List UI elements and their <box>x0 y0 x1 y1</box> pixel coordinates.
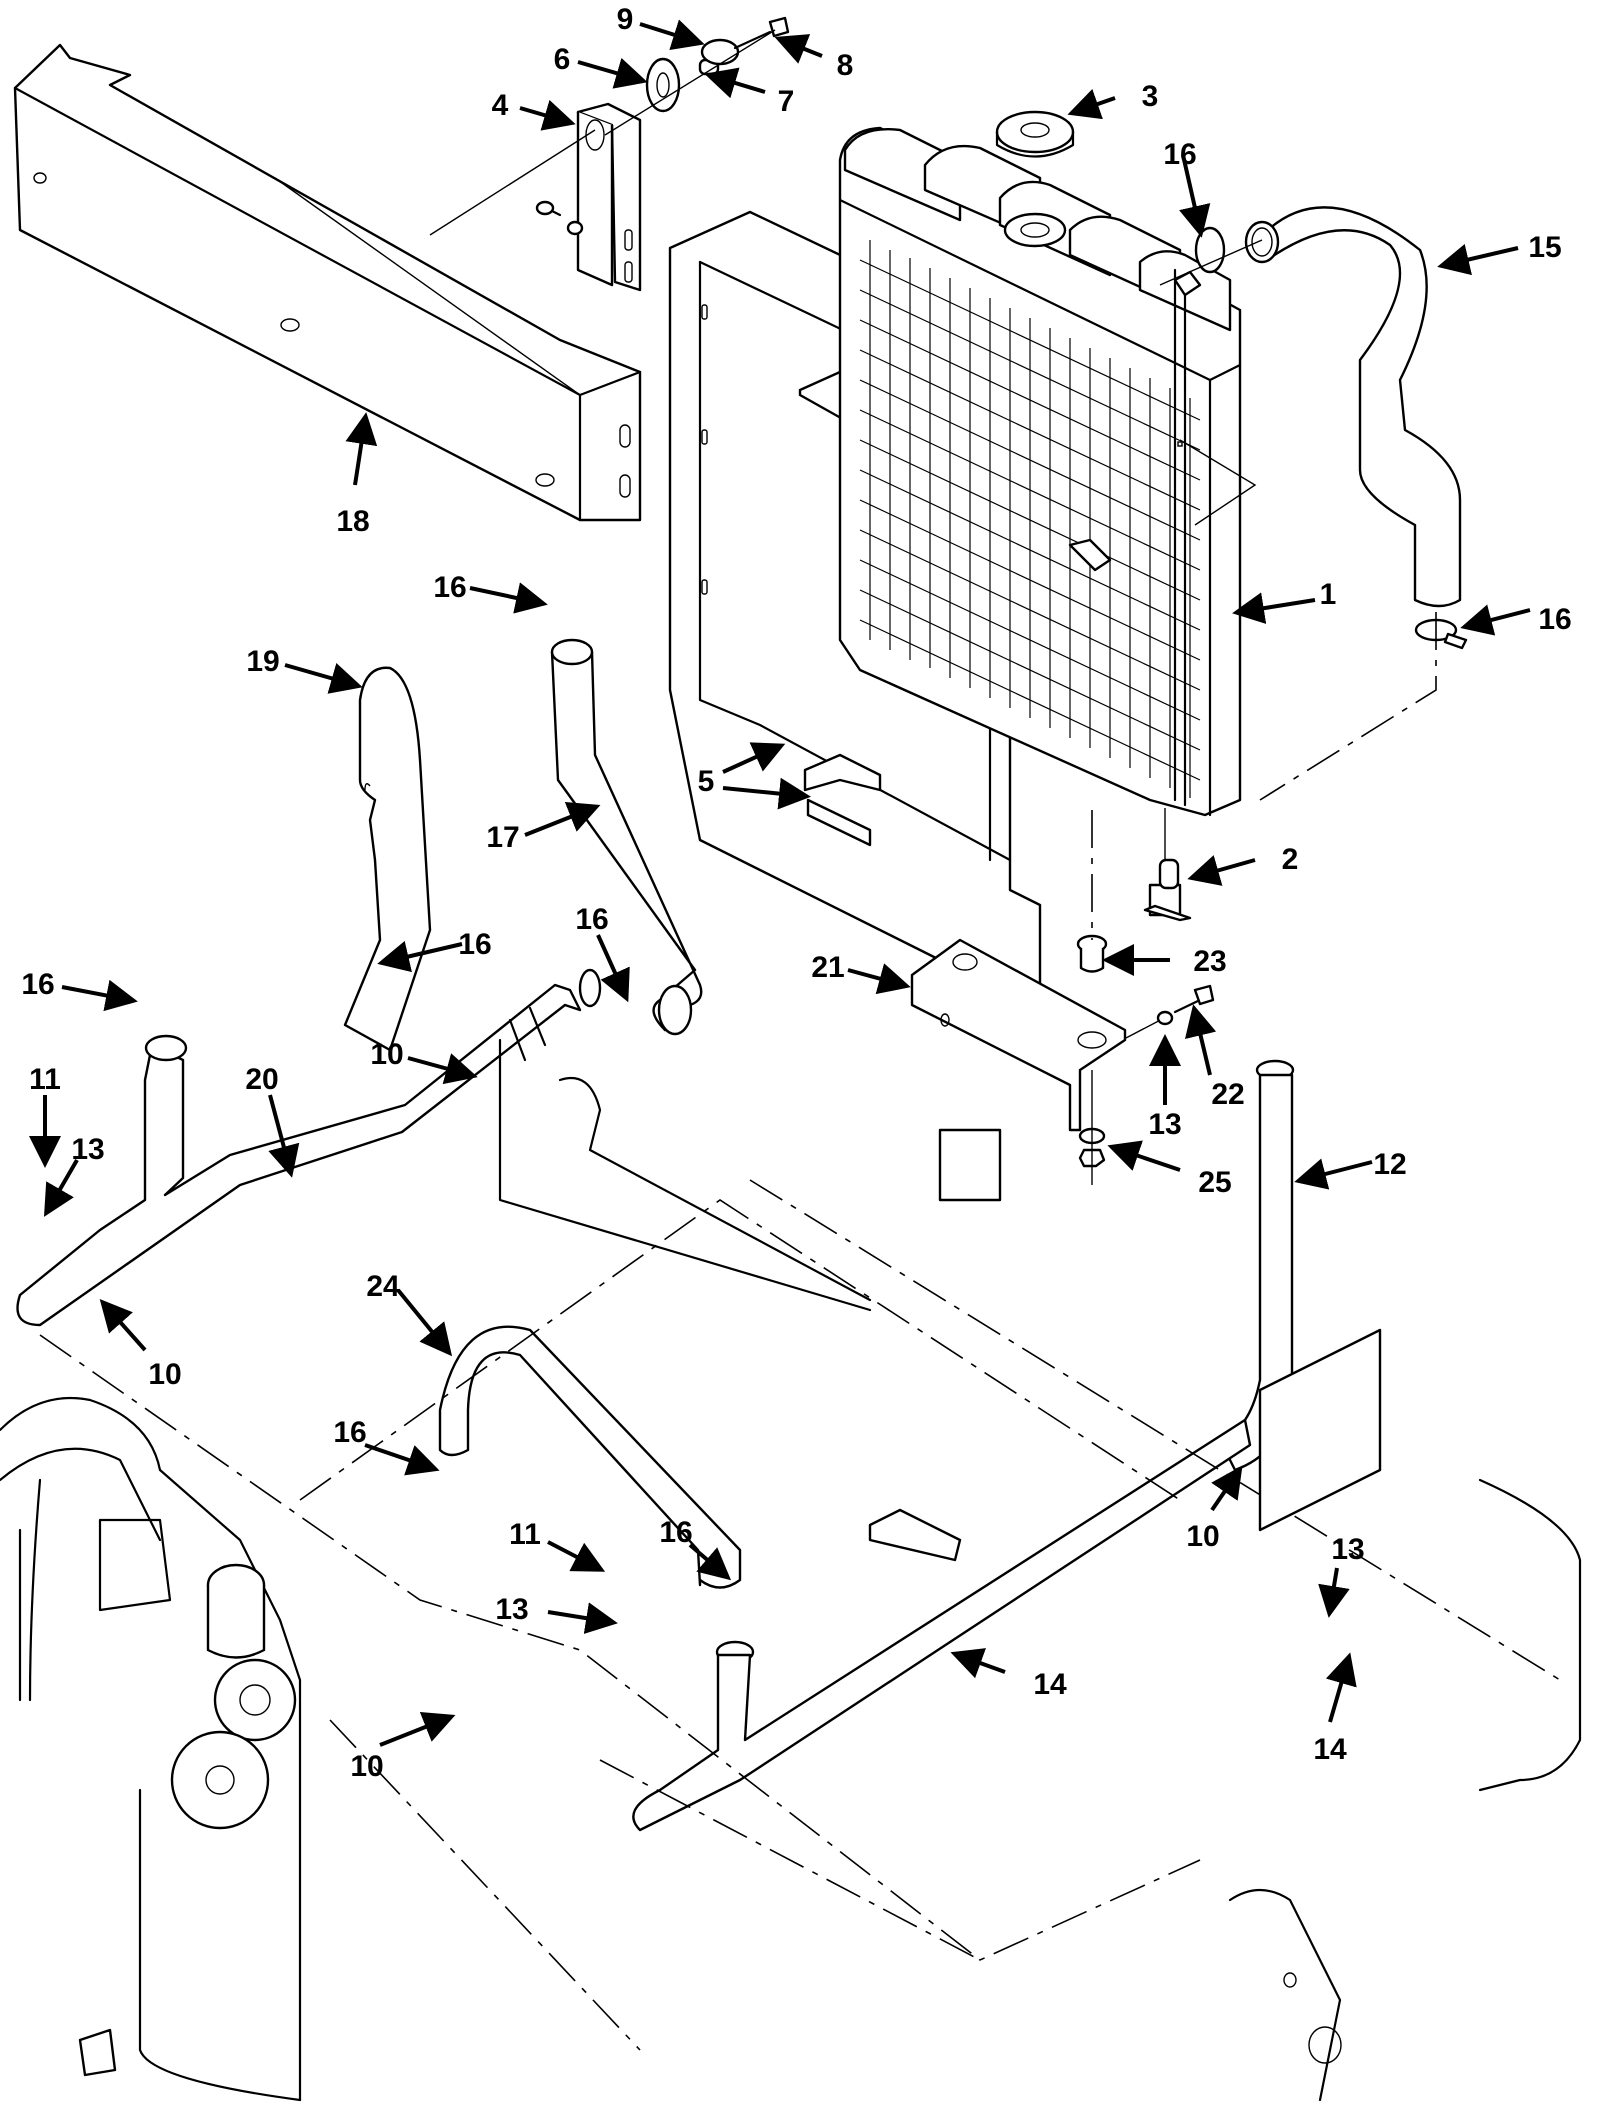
leader-10d <box>379 1711 456 1747</box>
callout-25: 25 <box>1198 1166 1232 1199</box>
callout-19: 19 <box>246 645 280 678</box>
callout-23: 23 <box>1193 945 1227 978</box>
leader-24 <box>396 1288 453 1357</box>
leader-14b <box>1325 1652 1357 1723</box>
callout-12: 12 <box>1373 1148 1407 1181</box>
leader-19 <box>284 663 363 694</box>
leader-11b <box>547 1540 606 1572</box>
support-bracket-4 <box>429 102 642 292</box>
callout-13b: 13 <box>1148 1108 1182 1141</box>
leader-16h <box>688 1543 732 1581</box>
leader-18 <box>345 412 378 486</box>
leader-14a <box>950 1648 1006 1679</box>
leader-22 <box>1184 1004 1217 1076</box>
leader-10a <box>407 1053 478 1085</box>
radiator-1 <box>838 126 1257 817</box>
callout-10b: 10 <box>148 1358 182 1391</box>
leader-17 <box>524 801 601 837</box>
leader-8 <box>774 34 823 64</box>
leader-16d <box>377 940 463 973</box>
leader-4 <box>519 99 576 131</box>
callout-21: 21 <box>811 951 845 984</box>
leader-21 <box>847 963 911 995</box>
callout-16e: 16 <box>21 968 55 1001</box>
callout-14b: 14 <box>1313 1733 1347 1766</box>
callout-22: 22 <box>1211 1078 1245 1111</box>
callout-10d: 10 <box>350 1750 384 1783</box>
mounting-bracket-21 <box>910 938 1171 1132</box>
callout-18: 18 <box>336 505 370 538</box>
callout-20: 20 <box>245 1063 279 1096</box>
callout-2: 2 <box>1281 843 1299 876</box>
leader-16c <box>469 582 548 614</box>
callout-4: 4 <box>491 89 509 122</box>
callout-11b: 11 <box>509 1518 541 1551</box>
leader-6 <box>577 57 648 89</box>
callout-16h: 16 <box>659 1516 693 1549</box>
leader-2 <box>1187 855 1256 886</box>
hose-17 <box>550 638 703 1036</box>
callout-15: 15 <box>1528 231 1562 264</box>
callout-13d: 13 <box>1331 1533 1365 1566</box>
callout-16c: 16 <box>433 571 467 604</box>
leader-7 <box>704 67 766 99</box>
callout-11a: 11 <box>29 1063 61 1096</box>
leader-5b <box>722 777 811 810</box>
callout-16f: 16 <box>575 903 609 936</box>
hose-clamp-16-right <box>1259 612 1468 801</box>
leader-3 <box>1067 88 1116 120</box>
radiator-core-grid <box>859 240 1201 798</box>
callout-13a: 13 <box>71 1133 105 1166</box>
cross-member-18 <box>13 43 642 522</box>
callout-17: 17 <box>486 821 520 854</box>
callout-9: 9 <box>616 3 634 36</box>
radiator-cap-3 <box>995 110 1075 158</box>
callout-16g: 16 <box>333 1416 367 1449</box>
callout-16b: 16 <box>1538 603 1572 636</box>
leader-10c <box>1210 1465 1243 1512</box>
leader-16a <box>1179 154 1211 238</box>
leader-16g <box>364 1443 440 1476</box>
leader-15 <box>1437 243 1519 276</box>
callout-1: 1 <box>1319 578 1337 611</box>
callout-16a: 16 <box>1163 138 1197 171</box>
callout-16d: 16 <box>458 928 492 961</box>
callout-7: 7 <box>777 85 795 118</box>
engine <box>0 1396 302 2102</box>
callout-14a: 14 <box>1033 1668 1067 1701</box>
callout-5: 5 <box>697 765 715 798</box>
leader-9 <box>639 19 705 51</box>
callout-8: 8 <box>836 49 854 82</box>
bracket-hardware <box>1078 984 1215 1185</box>
callout-24: 24 <box>366 1270 400 1303</box>
callout-3: 3 <box>1141 80 1159 113</box>
leader-25 <box>1107 1140 1181 1172</box>
lower-coolant-tube <box>632 1418 1252 1832</box>
isolator-23 <box>1076 810 1108 973</box>
drain-valve-2 <box>1143 808 1192 922</box>
callout-6: 6 <box>553 43 571 76</box>
leader-12 <box>1294 1158 1373 1190</box>
callout-13c: 13 <box>495 1593 529 1626</box>
leader-5a <box>722 742 786 774</box>
chassis-outline <box>39 1038 1582 2102</box>
leader-16f <box>596 934 630 1003</box>
leader-1 <box>1232 592 1316 625</box>
leader-13a <box>43 1158 79 1217</box>
leader-13d <box>1318 1567 1350 1618</box>
leader-16b <box>1460 604 1531 636</box>
leader-16e <box>61 979 138 1012</box>
leader-10b <box>99 1299 147 1352</box>
leader-13c <box>547 1602 618 1634</box>
leader-20 <box>268 1094 300 1178</box>
callout-10c: 10 <box>1186 1520 1220 1553</box>
callout-10a: 10 <box>370 1038 404 1071</box>
upper-hose-15 <box>1244 206 1462 608</box>
